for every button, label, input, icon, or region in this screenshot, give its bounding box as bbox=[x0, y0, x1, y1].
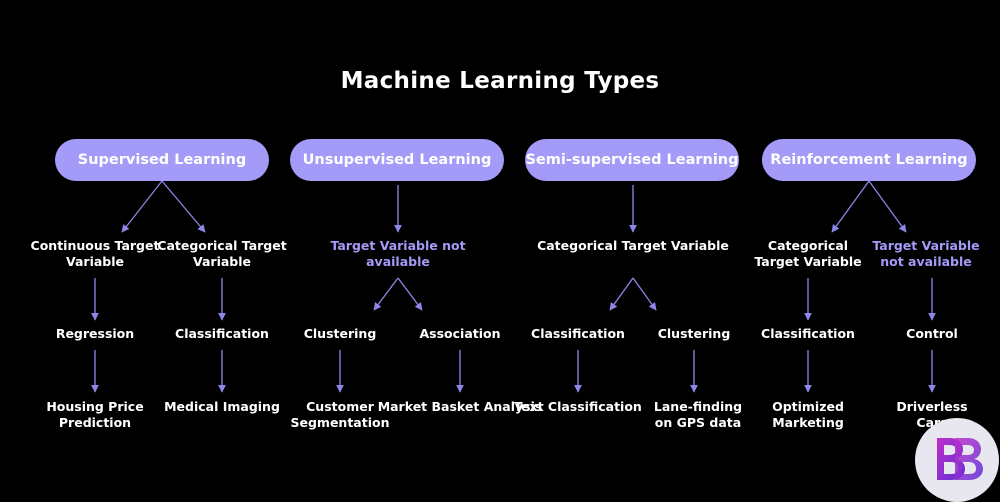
task-node: Clustering bbox=[657, 326, 731, 341]
target-variable-node: Target Variable not available bbox=[872, 238, 980, 269]
category-reinforcement-learning: Reinforcement Learning bbox=[762, 139, 976, 181]
example-node: Driverless Cars bbox=[896, 399, 968, 430]
connector-arrow bbox=[609, 277, 634, 311]
task-node: Association bbox=[419, 326, 501, 341]
connector-arrow bbox=[831, 180, 870, 233]
target-variable-node: Categorical Target Variable bbox=[157, 238, 287, 269]
connector-arrow bbox=[121, 180, 163, 233]
task-node: Clustering bbox=[303, 326, 377, 341]
connector-arrow bbox=[161, 180, 206, 233]
task-node: Control bbox=[906, 326, 958, 341]
category-unsupervised-learning: Unsupervised Learning bbox=[290, 139, 504, 181]
connector-arrow bbox=[632, 277, 657, 311]
example-node: Lane-finding on GPS data bbox=[653, 399, 743, 430]
example-node: Market Basket Analysis bbox=[377, 399, 543, 414]
diagram-title: Machine Learning Types bbox=[340, 68, 660, 94]
brand-logo bbox=[915, 418, 999, 502]
category-semi-supervised-learning: Semi-supervised Learning bbox=[525, 139, 739, 181]
example-node: Medical Imaging bbox=[164, 399, 280, 414]
connector-arrow bbox=[373, 277, 399, 311]
target-variable-node: Continuous Target Variable bbox=[30, 238, 160, 269]
example-node: Housing Price Prediction bbox=[46, 399, 144, 430]
brand-logo-icon bbox=[937, 438, 983, 480]
task-node: Regression bbox=[55, 326, 135, 341]
target-variable-node: Categorical Target Variable bbox=[754, 238, 862, 269]
task-node: Classification bbox=[175, 326, 269, 341]
connector-arrow bbox=[868, 180, 907, 233]
target-variable-node: Target Variable not available bbox=[330, 238, 466, 269]
task-node: Classification bbox=[531, 326, 625, 341]
category-supervised-learning: Supervised Learning bbox=[55, 139, 269, 181]
connector-arrow bbox=[397, 277, 423, 311]
example-node: Customer Segmentation bbox=[290, 399, 390, 430]
example-node: Optimized Marketing bbox=[772, 399, 844, 430]
example-node: Text Classification bbox=[514, 399, 642, 414]
task-node: Classification bbox=[761, 326, 855, 341]
target-variable-node: Categorical Target Variable bbox=[537, 238, 729, 253]
